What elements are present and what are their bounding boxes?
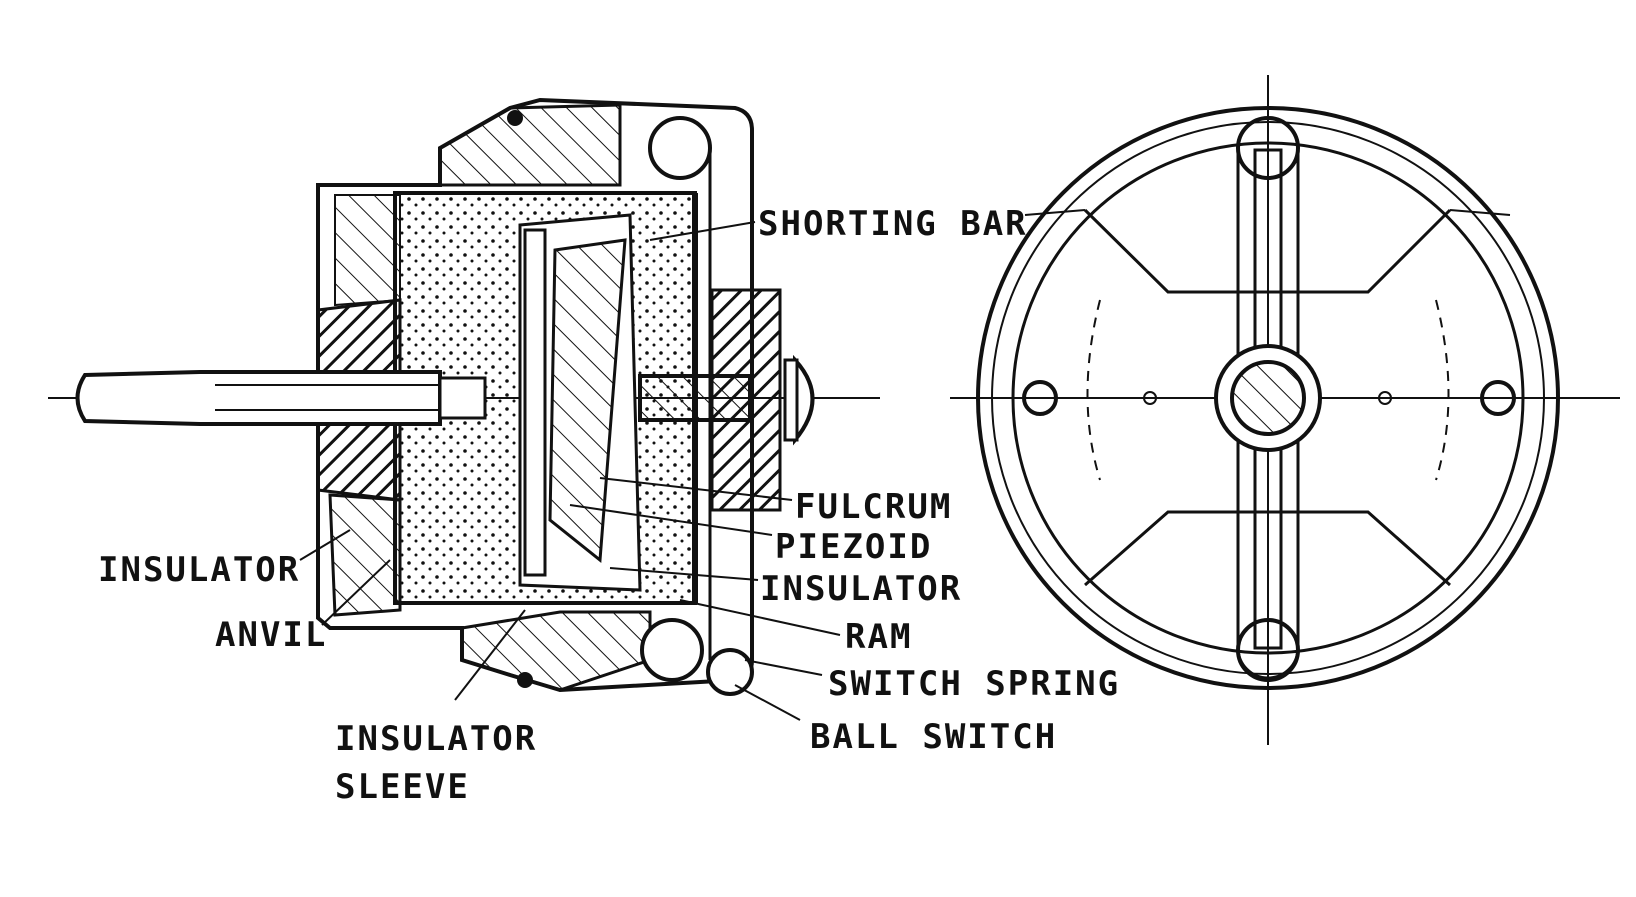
label-anvil: ANVIL: [215, 615, 328, 655]
upper-ball: [648, 116, 712, 180]
label-shorting-bar: SHORTING BAR: [758, 204, 1028, 244]
cross-section-view: [48, 97, 880, 721]
label-fulcrum: FULCRUM: [795, 487, 953, 527]
label-insulator-inner: INSULATOR: [760, 569, 963, 609]
label-piezoid: PIEZOID: [775, 527, 933, 567]
switch-spring-ball: [706, 648, 754, 696]
lower-ball: [640, 618, 704, 682]
label-switch-spring: SWITCH SPRING: [828, 664, 1121, 704]
label-insulator-sleeve-line2: SLEEVE: [335, 767, 470, 807]
label-insulator-left: INSULATOR: [98, 550, 301, 590]
outer-rim: [976, 106, 1560, 690]
end-view: [950, 75, 1620, 745]
firing-pin: [75, 370, 442, 426]
label-insulator-sleeve-line1: INSULATOR: [335, 719, 538, 759]
label-ball-switch: BALL SWITCH: [810, 717, 1058, 757]
label-ram: RAM: [845, 617, 913, 657]
